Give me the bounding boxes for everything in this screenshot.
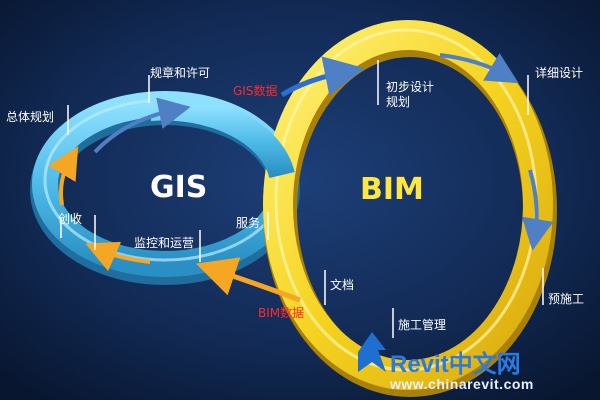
gis-stage-service: 服务	[236, 216, 261, 230]
stage-ticks	[60, 60, 544, 338]
watermark-url: www.chinarevit.com	[390, 376, 534, 392]
watermark-logo	[358, 332, 386, 372]
gis-flow-arrow-top	[93, 97, 191, 154]
gis-stage-planning: 规章和许可	[150, 66, 211, 80]
bim-data-label: BIM数据	[258, 306, 305, 320]
bim-flow-arrow-top	[439, 53, 519, 84]
bim-stage-prefab: 预施工	[548, 292, 585, 306]
gis-flow-arrow-bottom	[85, 241, 151, 272]
bim-flow-arrow-right	[521, 169, 554, 251]
gis-data-arrow	[280, 56, 365, 98]
bim-stage-documents: 文档	[330, 278, 355, 292]
gis-title: GIS	[150, 170, 208, 205]
bim-stage-detailed: 详细设计	[535, 66, 584, 80]
bim-data-arrow	[196, 257, 301, 303]
gis-flow-arrow-left	[48, 146, 79, 206]
gis-stage-creation: 创收	[58, 212, 83, 226]
gis-data-label: GIS数据	[233, 84, 278, 98]
bim-stage-construction: 施工管理	[398, 318, 447, 332]
gis-stage-monitoring: 监控和运营	[134, 236, 195, 250]
bim-stage-preliminary: 初步设计规划	[386, 80, 435, 109]
gis-stage-master-plan: 总体规划	[6, 110, 55, 124]
watermark-brand: Revit中文网	[390, 351, 521, 378]
bim-title: BIM	[360, 172, 424, 207]
